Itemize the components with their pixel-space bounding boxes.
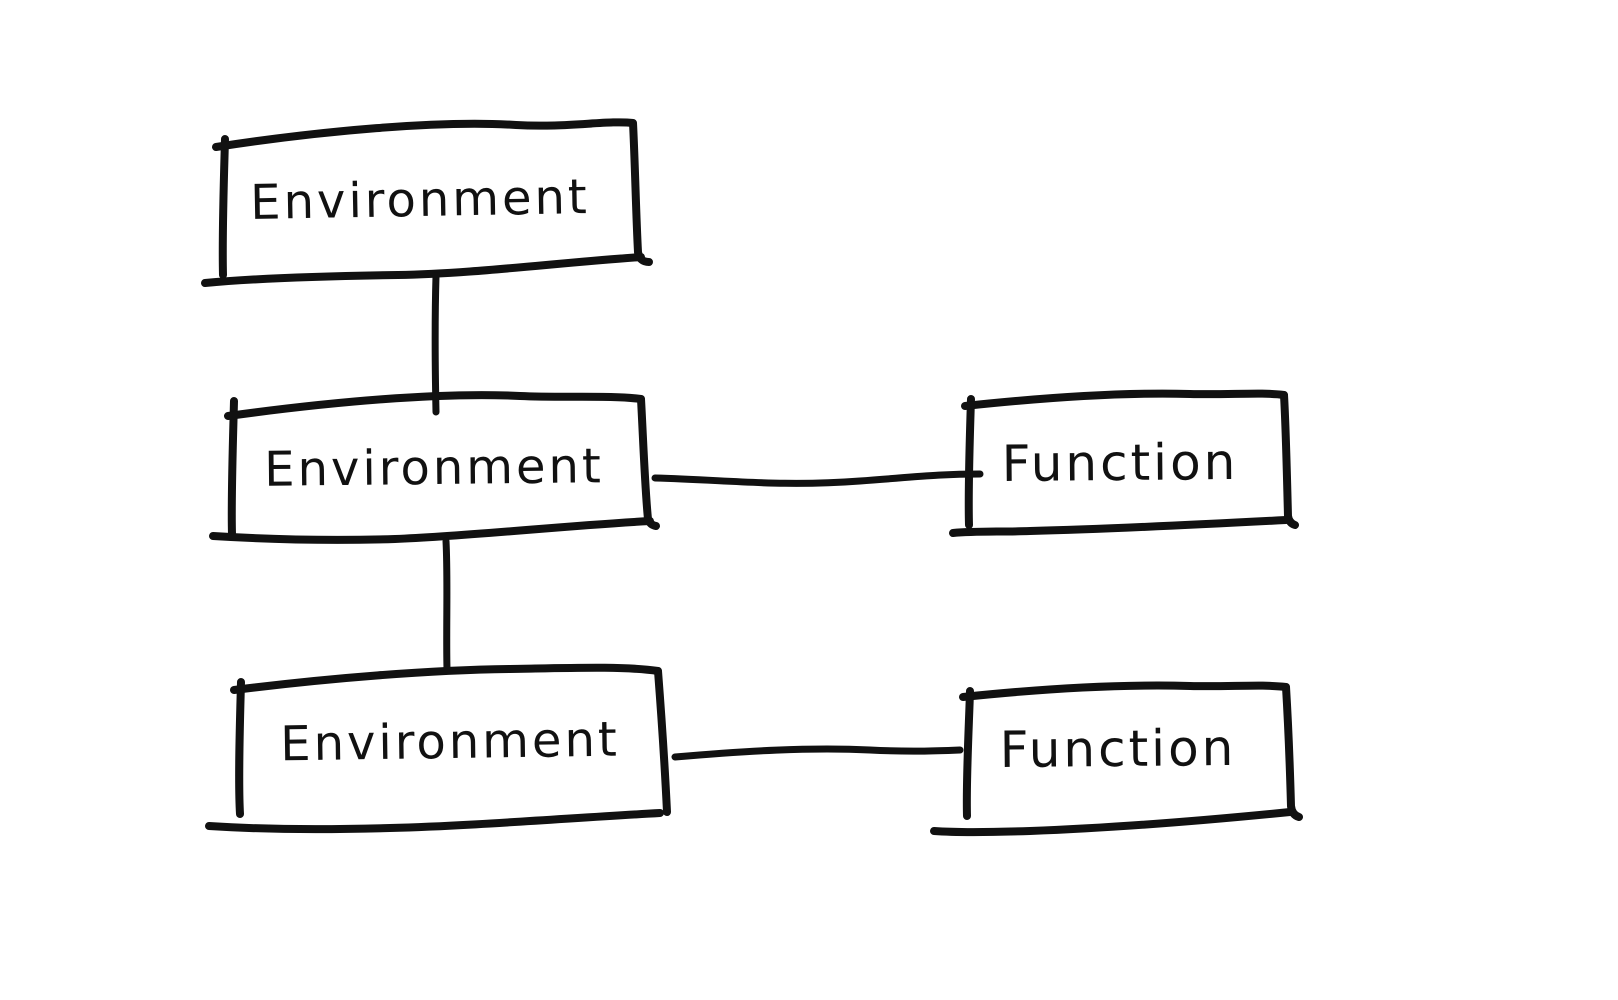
function-middle-box-bottom-edge	[949, 516, 1290, 537]
environment-top-label: Environment	[249, 169, 591, 231]
function-middle-box	[949, 389, 1299, 537]
edge-environment-top-to-environment-middle	[431, 272, 440, 416]
function-middle-label: Function	[1001, 432, 1239, 494]
environment-top-box	[201, 118, 653, 287]
function-bottom-box	[930, 681, 1303, 837]
environment-bottom-box-top-edge	[230, 663, 662, 694]
environment-top-box-left-edge	[218, 135, 229, 279]
environment-top-box-bottom-edge	[201, 253, 645, 287]
environment-middle-box-top-edge	[224, 391, 645, 420]
function-bottom-label: Function	[999, 718, 1237, 780]
function-middle-box-top-edge	[961, 389, 1288, 410]
function-middle-box-right-edge	[1280, 391, 1299, 529]
edge-environment-middle-to-function-middle	[651, 470, 984, 487]
edge-environment-bottom-to-function-bottom	[671, 745, 964, 761]
function-middle-box-left-edge	[964, 395, 975, 529]
environment-middle-box-bottom-edge	[209, 517, 654, 544]
function-bottom-box-left-edge	[962, 687, 974, 820]
environment-middle-label: Environment	[263, 438, 605, 498]
environment-bottom-box	[205, 663, 671, 834]
environment-middle-box-right-edge	[637, 395, 660, 530]
environment-middle-box	[209, 391, 660, 544]
environment-bottom-box-right-edge	[654, 667, 671, 816]
environment-bottom-box-left-edge	[235, 678, 245, 818]
edge-environment-middle-to-environment-bottom	[442, 537, 451, 673]
function-bottom-box-bottom-edge	[930, 808, 1294, 837]
environment-middle-box-left-edge	[227, 397, 238, 538]
function-bottom-box-top-edge	[959, 681, 1290, 701]
environment-bottom-box-bottom-edge	[205, 809, 664, 834]
environment-top-box-top-right-edge	[212, 118, 653, 266]
environment-bottom-label: Environment	[279, 711, 621, 773]
function-bottom-box-right-edge	[1282, 683, 1303, 821]
